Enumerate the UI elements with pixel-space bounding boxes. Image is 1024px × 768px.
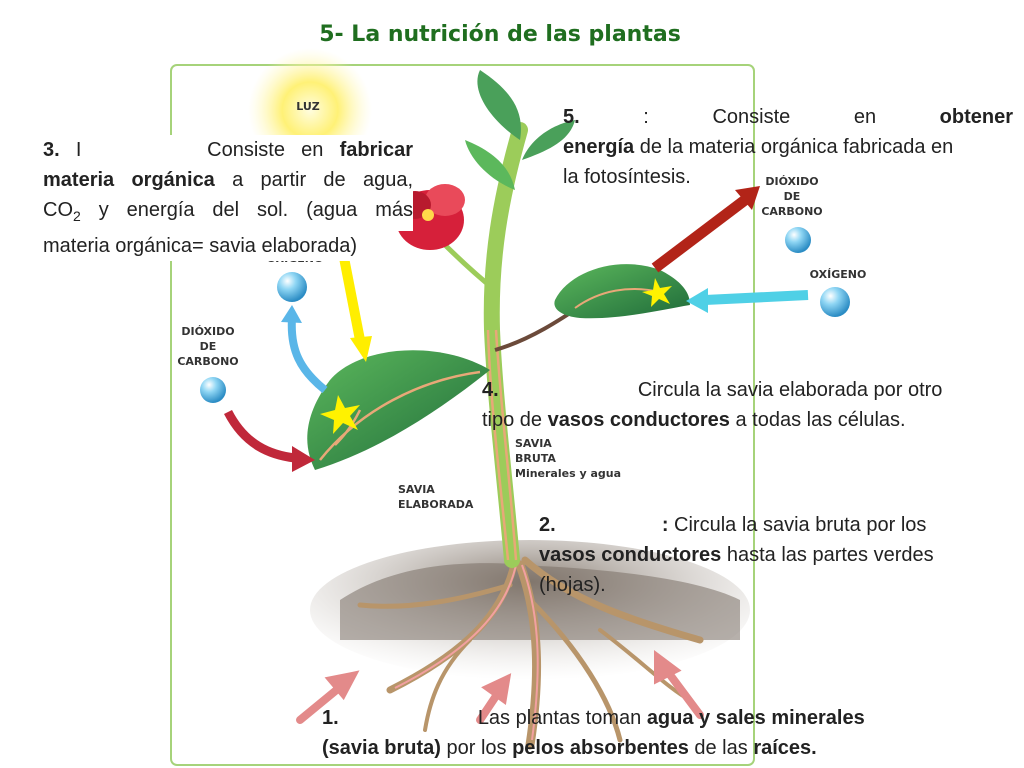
step-4-line2-a: tipo de [482, 409, 543, 431]
step-5-energia: energía [563, 136, 635, 158]
dioxido-right-label-3: CARBONO [761, 205, 822, 218]
co2-arrow-left [224, 409, 315, 472]
savia-bruta-label-2: BRUTA [515, 452, 556, 465]
step-3-line2: a partir de agua, [232, 169, 414, 191]
oxigeno-right-label: OXÍGENO [810, 268, 867, 281]
step-2-vasos: vasos conductores [539, 544, 722, 566]
stem [483, 122, 528, 568]
step-2-line1: Circula la savia bruta por los [674, 514, 927, 536]
dioxido-right-label-1: DIÓXIDO [765, 175, 818, 188]
step-1-raices: raíces. [753, 737, 817, 759]
step-1-line1-a: Las plantas toman [477, 707, 642, 729]
step-3-number: 3. [43, 139, 60, 161]
right-leaf-vein [574, 287, 661, 309]
stem-vessels [486, 329, 518, 561]
step-3-fabricar: fabricar [339, 139, 413, 161]
oxygen-ball-left [277, 272, 307, 302]
step-2-line2: hasta las partes verdes [726, 544, 934, 566]
step-4-vasos: vasos conductores [547, 409, 730, 431]
root-vessels [394, 559, 539, 741]
step-5-line3: la fotosíntesis. [563, 166, 691, 188]
step-3-line3: y energía del sol. (agua más [98, 199, 413, 221]
step-2-colon: : [661, 514, 669, 536]
top-leaf [477, 70, 521, 140]
savia-elaborada-label-2: ELABORADA [398, 498, 474, 511]
page-title: 5- La nutrición de las plantas [319, 22, 681, 47]
step-1-pelos: pelos absorbentes [512, 737, 689, 759]
step-3-co: CO [43, 199, 73, 221]
text-block-3: 3. I Consiste en fabricar materia orgáni… [43, 135, 413, 261]
oxygen-arrow-right [686, 288, 809, 313]
top-leaf-right [522, 120, 575, 160]
savia-elaborada-label-1: SAVIA [398, 483, 435, 496]
text-block-5: 5. : Consiste en obtener energía de la m… [563, 102, 1013, 192]
dioxido-right-label-2: DE [784, 190, 801, 203]
right-leaf [554, 264, 690, 319]
right-leaf-spark [642, 278, 672, 307]
dioxido-left-label-3: CARBONO [177, 355, 238, 368]
oxygen-arrow-left [281, 305, 328, 394]
left-leaf-spark [320, 395, 360, 434]
step-4-line2-b: a todas las células. [735, 409, 906, 431]
step-2-line3: (hojas). [539, 574, 606, 596]
step-2-number: 2. [539, 514, 556, 536]
savia-bruta-label-1: SAVIA [515, 437, 552, 450]
luz-label: LUZ [296, 100, 320, 113]
step-3-line4: materia orgánica= savia elaborada) [43, 235, 358, 257]
step-4-number: 4. [482, 379, 499, 401]
step-5-line2: de la materia orgánica fabricada en [639, 136, 954, 158]
savia-bruta-label-3: Minerales y agua [515, 467, 621, 480]
step-5-colon: : [643, 106, 649, 128]
step-3-materia-organica: materia orgánica [43, 169, 215, 191]
co2-arrow-right [651, 186, 760, 273]
left-leaf-vein [319, 370, 481, 461]
step-1-savia: (savia bruta) [322, 737, 441, 759]
step-5-number: 5. [563, 106, 580, 128]
text-block-1: 1. Las plantas toman agua y sales minera… [322, 703, 922, 763]
text-block-2: 2. : Circula la savia bruta por los vaso… [539, 510, 1009, 600]
step-5-consiste: Consiste en [712, 106, 877, 128]
dioxido-left-label-2: DE [200, 340, 217, 353]
dioxido-left-label-1: DIÓXIDO [181, 325, 234, 338]
top-leaf-left [465, 140, 515, 190]
step-3-line1: Consiste en [207, 139, 324, 161]
step-1-line2-a: por los [446, 737, 507, 759]
co2-ball-left [200, 377, 226, 403]
oxygen-ball-right [820, 287, 850, 317]
co2-ball-right [785, 227, 811, 253]
text-block-4: 4. Circula la savia elaborada por otro t… [482, 375, 1002, 435]
step-1-agua: agua y sales minerales [646, 707, 865, 729]
step-1-line2-b: de las [694, 737, 748, 759]
step-3-mark: I [75, 139, 82, 161]
water-uptake-arrows [296, 650, 704, 724]
step-5-obtener: obtener [939, 106, 1014, 128]
step-3-co-sub: 2 [73, 208, 81, 224]
step-1-number: 1. [322, 707, 339, 729]
step-4-line1: Circula la savia elaborada por otro [637, 379, 943, 401]
